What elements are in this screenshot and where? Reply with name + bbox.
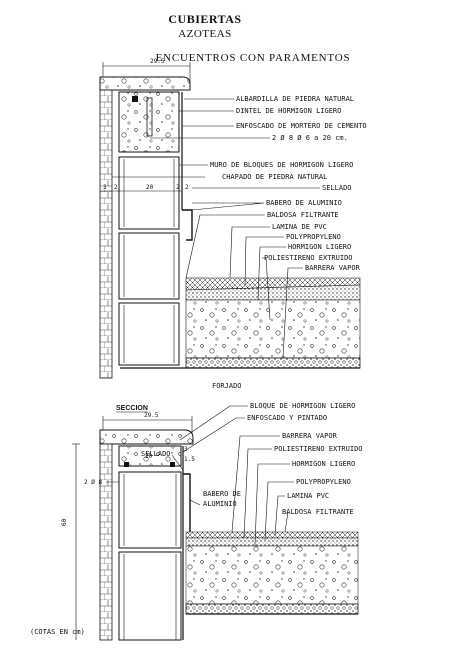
label-muro-bloques: MURO DE BLOQUES DE HORMIGON LIGERO	[210, 161, 353, 169]
label-sellado-b: SELLADO	[141, 450, 171, 458]
label-babero-b-2: ALUMINIO	[203, 500, 237, 508]
label-dintel: DINTEL DE HORMIGON LIGERO	[236, 107, 341, 115]
label-barrera-vapor: BARRERA VAPOR	[305, 264, 361, 272]
top-dim-20: 20	[146, 184, 154, 191]
label-polypropyleno-b: POLYPROPYLENO	[296, 478, 351, 486]
label-sellado: SELLADO	[322, 184, 352, 192]
lintel	[118, 91, 180, 153]
label-lamina-pvc-b: LAMINA PVC	[287, 492, 329, 500]
bottom-dim-3: 3	[184, 446, 188, 453]
label-armadura: 2 Ø 8 Ø 6 a 20 cm.	[272, 134, 348, 142]
label-bloque: BLOQUE DE HORMIGON LIGERO	[250, 402, 355, 410]
top-labels: ALBARDILLA DE PIEDRA NATURAL DINTEL DE H…	[112, 95, 367, 359]
top-dim-2c: 2	[185, 184, 189, 191]
label-albardilla: ALBARDILLA DE PIEDRA NATURAL	[236, 95, 354, 103]
bottom-detail: SECCION 29.5 20 3 1.5 2 Ø 8	[61, 405, 359, 641]
page-subtitle: AZOTEAS	[178, 28, 232, 40]
bottom-rebar: 2 Ø 8	[84, 479, 102, 486]
top-dim-2a: 2	[114, 184, 118, 191]
label-hormigon-b: HORMIGON LIGERO	[292, 460, 355, 468]
bottom-dim-20: 20	[145, 453, 153, 460]
top-dim-2b: 2	[176, 184, 180, 191]
brick-veneer	[99, 89, 113, 379]
section-title: ENCUENTROS CON PARAMENTOS	[155, 52, 351, 64]
label-lamina-pvc: LAMINA DE PVC	[272, 223, 327, 231]
label-hormigon-ligero: HORMIGON LIGERO	[288, 243, 351, 251]
label-baldosa-b: BALDOSA FILTRANTE	[282, 508, 354, 516]
forjado-label: FORJADO	[212, 382, 242, 390]
label-enfoscado-pintado: ENFOSCADO Y PINTADO	[247, 414, 327, 422]
label-babero-b-1: BABERO DE	[203, 490, 241, 498]
top-dim-3: 3	[103, 184, 107, 191]
top-dim-width: 29.5	[150, 58, 165, 65]
section-label: SECCION	[116, 405, 148, 412]
top-detail: 29.5 FORJADO 3 2	[99, 58, 361, 390]
label-enfoscado: ENFOSCADO DE MORTERO DE CEMENTO	[236, 122, 367, 130]
label-barrera-vapor-b: BARRERA VAPOR	[282, 432, 338, 440]
label-poliestireno: POLIESTIRENO EXTRUIDO	[264, 254, 353, 262]
page-title: CUBIERTAS	[168, 12, 242, 26]
label-baldosa: BALDOSA FILTRANTE	[267, 211, 339, 219]
bottom-dim-60: 60	[61, 518, 68, 526]
bottom-dim-width: 29.5	[144, 412, 159, 419]
label-polypropyleno: POLYPROPYLENO	[286, 233, 341, 241]
bottom-labels: BLOQUE DE HORMIGON LIGERO ENFOSCADO Y PI…	[141, 402, 363, 547]
bottom-dim-1-5: 1.5	[184, 456, 195, 463]
label-poliestireno-b: POLIESTIRENO EXTRUIDO	[274, 445, 363, 453]
label-chapado: CHAPADO DE PIEDRA NATURAL	[222, 173, 327, 181]
footer-note: (COTAS EN cm)	[30, 628, 85, 636]
label-babero: BABERO DE ALUMINIO	[266, 199, 342, 207]
